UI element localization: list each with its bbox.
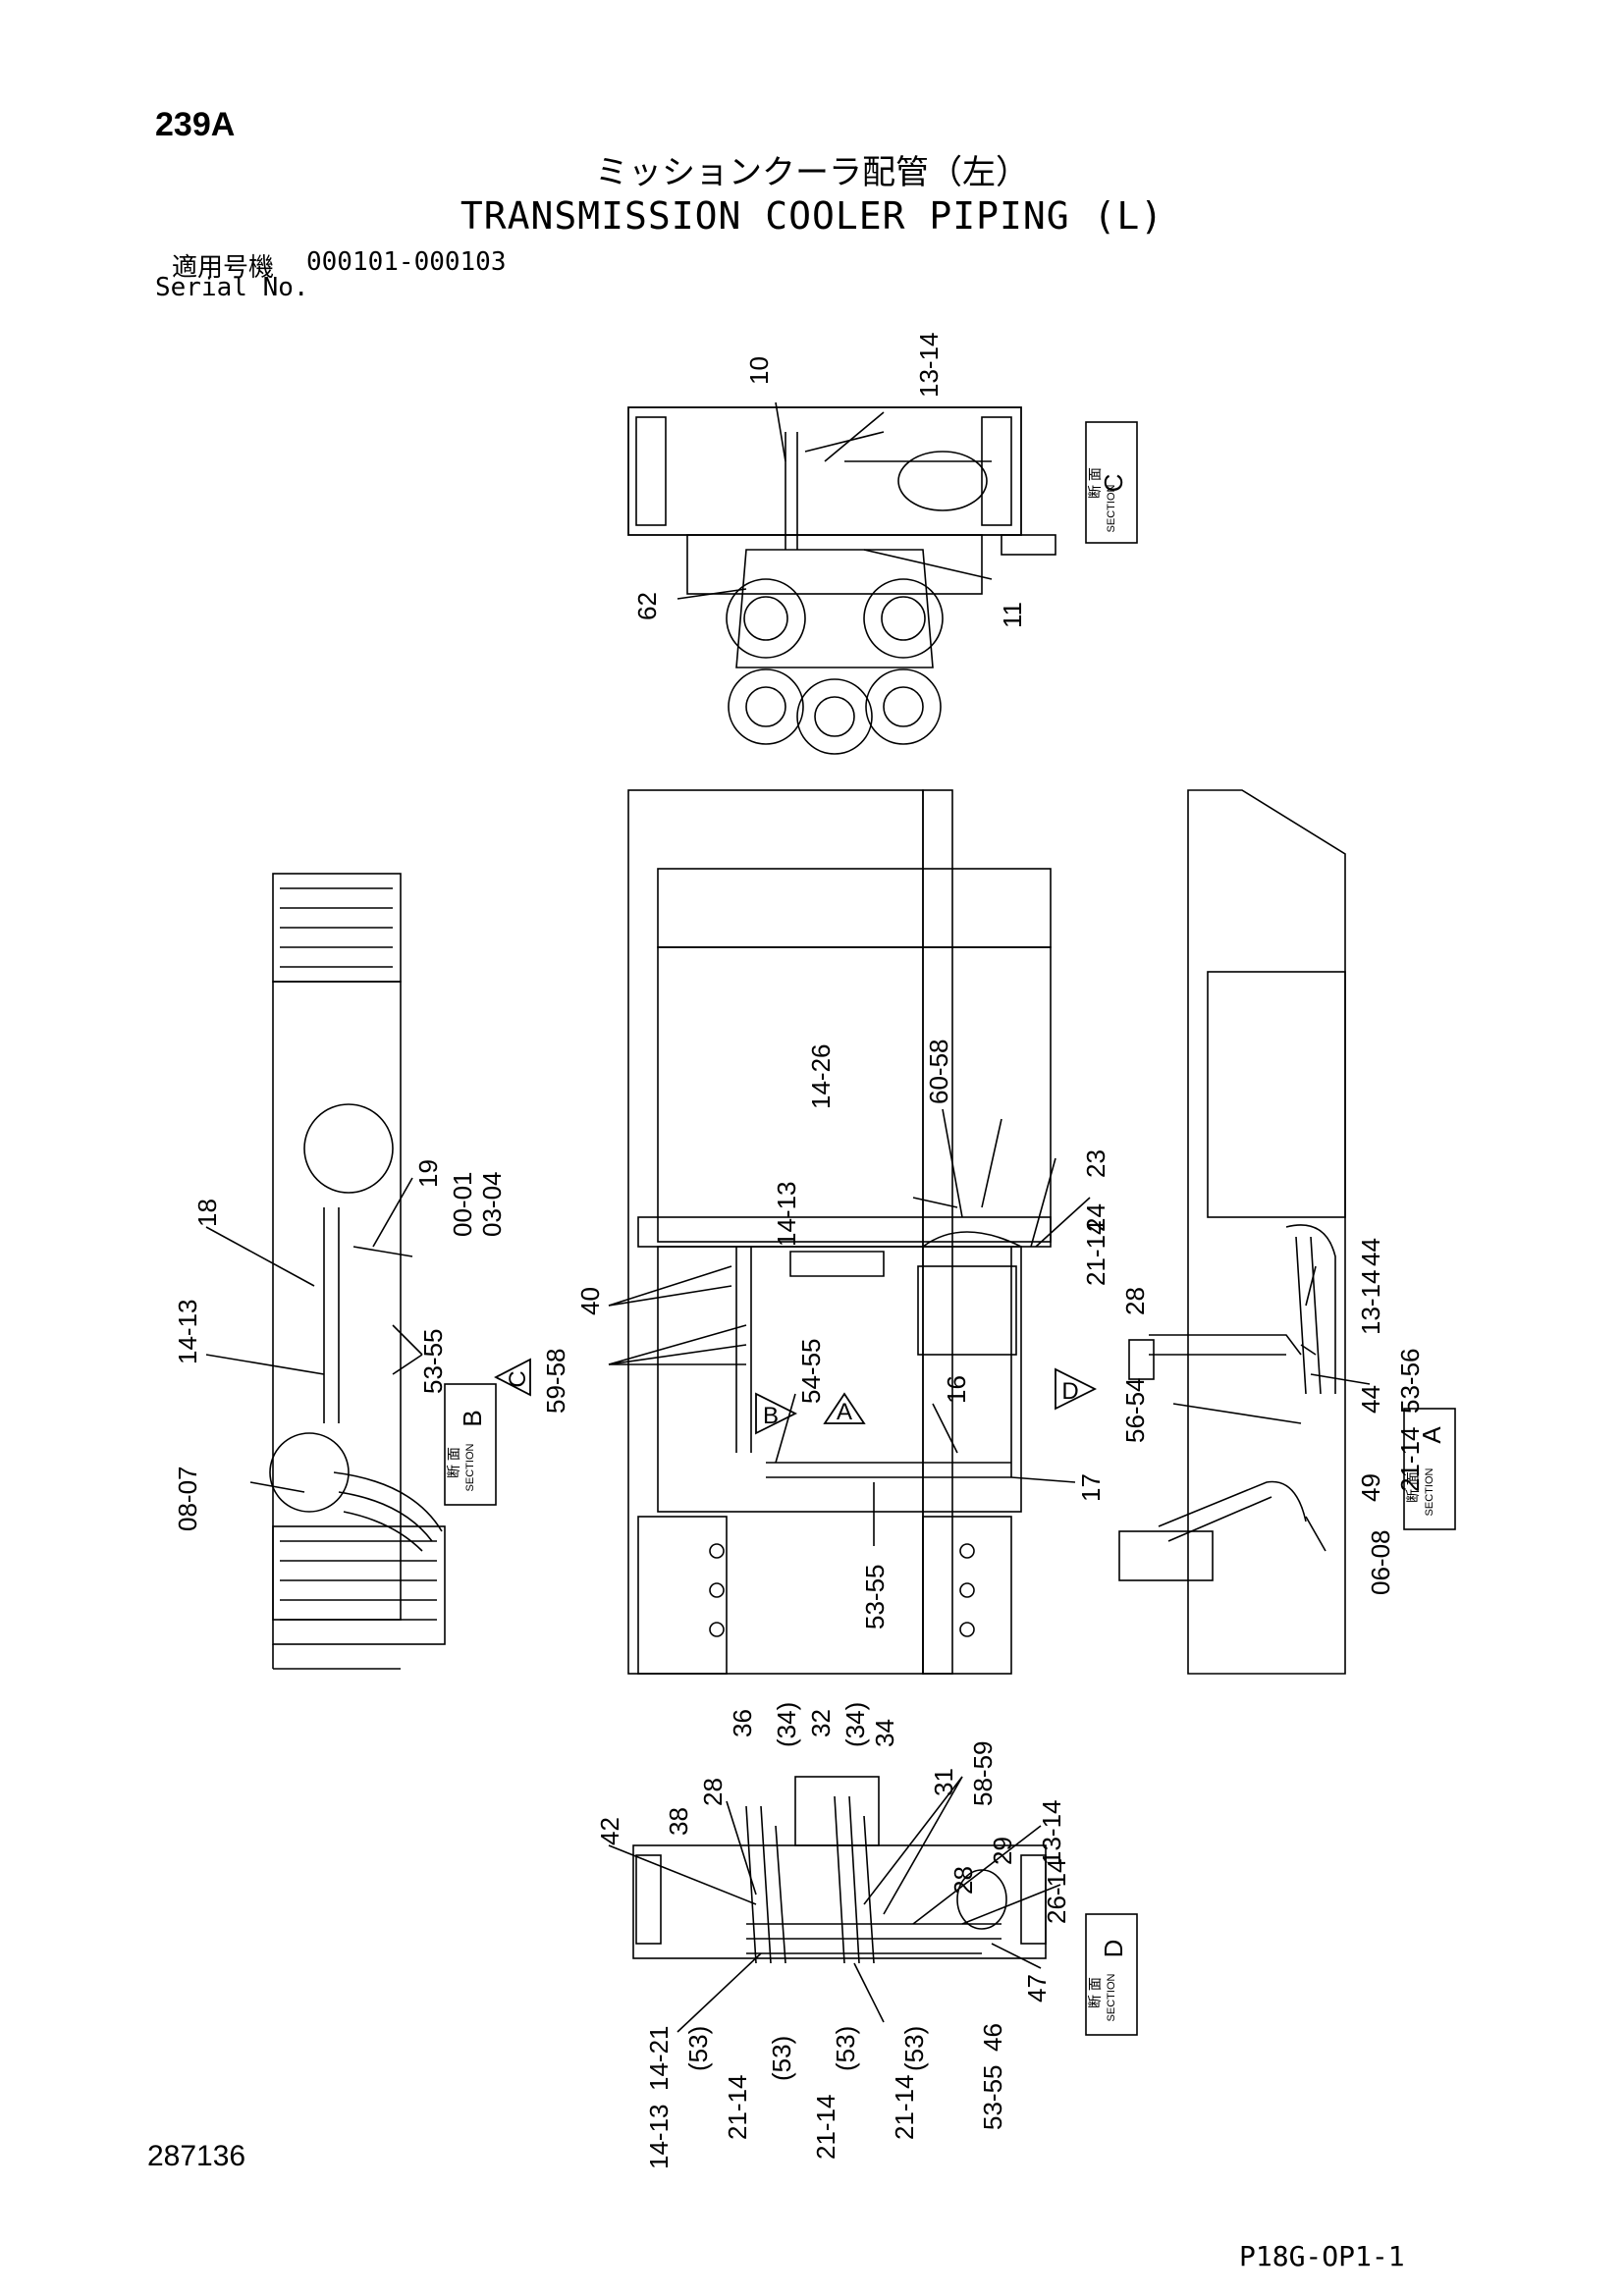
part-label: 00-01 — [448, 1172, 477, 1238]
section-c-letter: C — [1099, 474, 1128, 493]
section-a-jp: 断 面 — [1405, 1471, 1421, 1503]
part-label: 53-55 — [418, 1329, 448, 1395]
page-code: 239A — [155, 106, 236, 143]
part-label: 16 — [942, 1375, 971, 1404]
part-label: 18 — [192, 1199, 222, 1227]
section-d-en: SECTION — [1106, 1974, 1117, 2022]
part-label: 08-07 — [173, 1467, 202, 1532]
part-label: 46 — [978, 2023, 1007, 2052]
part-label: 03-04 — [477, 1172, 507, 1238]
section-c-view — [627, 401, 1056, 755]
section-box-b: B 断 面 SECTION — [444, 1383, 497, 1506]
section-c-jp: 断 面 — [1087, 467, 1103, 499]
part-label: 26-14 — [1042, 1859, 1071, 1925]
part-label: 23 — [1081, 1149, 1110, 1178]
part-label: 31 — [929, 1768, 958, 1796]
part-label: 62 — [632, 592, 662, 620]
section-b-letter: B — [458, 1410, 487, 1426]
part-label: 21-14 — [723, 2075, 752, 2141]
title-japanese: ミッションクーラ配管（左） — [595, 154, 1029, 191]
part-label: 21-14 — [811, 2095, 840, 2161]
part-label: 59-58 — [541, 1349, 570, 1415]
section-box-d: D 断 面 SECTION — [1085, 1913, 1138, 2036]
part-label: 13-14 — [914, 333, 944, 399]
part-label: 58-59 — [968, 1741, 998, 1807]
part-label: 54-55 — [796, 1339, 826, 1405]
part-label: 14-13 — [772, 1182, 801, 1248]
part-label: 40 — [575, 1287, 605, 1315]
part-label: 44 — [1356, 1238, 1385, 1266]
part-label: 13-14 — [1037, 1800, 1066, 1866]
part-label: 14-13 — [644, 2105, 674, 2170]
part-label: 60-58 — [924, 1040, 953, 1105]
section-box-a: A 断 面 SECTION — [1403, 1408, 1456, 1530]
part-label: (34) — [772, 1702, 801, 1747]
part-label: 28 — [1120, 1287, 1150, 1315]
part-label: 24 — [1081, 1203, 1110, 1232]
section-b-en: SECTION — [464, 1444, 476, 1492]
serial-range: 000101-000103 — [306, 247, 507, 277]
part-label: 36 — [728, 1709, 757, 1737]
title-english: TRANSMISSION COOLER PIPING (L) — [460, 194, 1164, 238]
part-label: 38 — [664, 1807, 693, 1836]
section-box-c: C 断 面 SECTION — [1085, 421, 1138, 544]
part-label: 49 — [1356, 1473, 1385, 1502]
part-label: (53) — [767, 2036, 796, 2081]
part-label: (53) — [899, 2026, 929, 2071]
part-label: 42 — [595, 1817, 624, 1845]
radiator-grid-bottom — [280, 1540, 437, 1621]
section-d-jp: 断 面 — [1087, 1977, 1103, 2008]
page-reference: P18G-OP1-1 — [1239, 2240, 1405, 2272]
part-label: 21-14 — [890, 2075, 919, 2141]
part-label: 11 — [998, 602, 1027, 628]
part-label: 21-14 — [1395, 1427, 1425, 1493]
view-marker-d: D — [1061, 1378, 1078, 1405]
main-plan-view — [494, 789, 1098, 1675]
serial-label-english: Serial No. — [155, 273, 309, 302]
section-a-letter: A — [1417, 1426, 1446, 1444]
part-label: 56-54 — [1120, 1378, 1150, 1444]
part-label: 19 — [413, 1159, 443, 1188]
part-label: 17 — [1076, 1473, 1106, 1502]
document-number: 287136 — [147, 2140, 246, 2172]
view-marker-c: C — [505, 1370, 531, 1387]
part-label: 28 — [698, 1778, 728, 1806]
radiator-grid-top — [280, 887, 393, 968]
part-label: 14-21 — [644, 2026, 674, 2092]
serial-label-japanese: 適用号機 — [172, 252, 275, 282]
section-d-letter: D — [1099, 1940, 1128, 1958]
part-label: 32 — [806, 1709, 836, 1737]
part-label: (53) — [831, 2026, 860, 2071]
view-marker-a: A — [837, 1399, 852, 1425]
section-a-view — [1118, 789, 1371, 1675]
part-label: 10 — [744, 356, 774, 385]
part-label: 53-56 — [1395, 1349, 1425, 1415]
section-a-en: SECTION — [1424, 1468, 1435, 1517]
section-b-view — [205, 873, 446, 1670]
section-d-view — [608, 1776, 1061, 2033]
section-c-en: SECTION — [1106, 485, 1117, 533]
part-label: 14-26 — [806, 1044, 836, 1110]
part-label: 21-14 — [1081, 1221, 1110, 1287]
view-marker-b: B — [763, 1403, 779, 1429]
part-label: (34) — [840, 1702, 870, 1747]
part-label: (53) — [683, 2026, 713, 2071]
section-b-jp: 断 面 — [446, 1447, 461, 1478]
part-label: 47 — [1022, 1974, 1052, 2002]
part-label: 14-13 — [173, 1300, 202, 1365]
part-label: 53-55 — [860, 1565, 890, 1630]
part-label: 06-08 — [1366, 1530, 1395, 1596]
part-label: 29 — [988, 1837, 1017, 1865]
part-label: 53-55 — [978, 2065, 1007, 2131]
part-label: 28 — [948, 1866, 978, 1895]
part-label: 34 — [870, 1719, 899, 1747]
part-labels: 10 13-14 62 11 18 19 00-01 03-04 14-13 5… — [173, 333, 1425, 2170]
part-label: 13-14 — [1356, 1270, 1385, 1336]
part-label: 44 — [1356, 1385, 1385, 1414]
